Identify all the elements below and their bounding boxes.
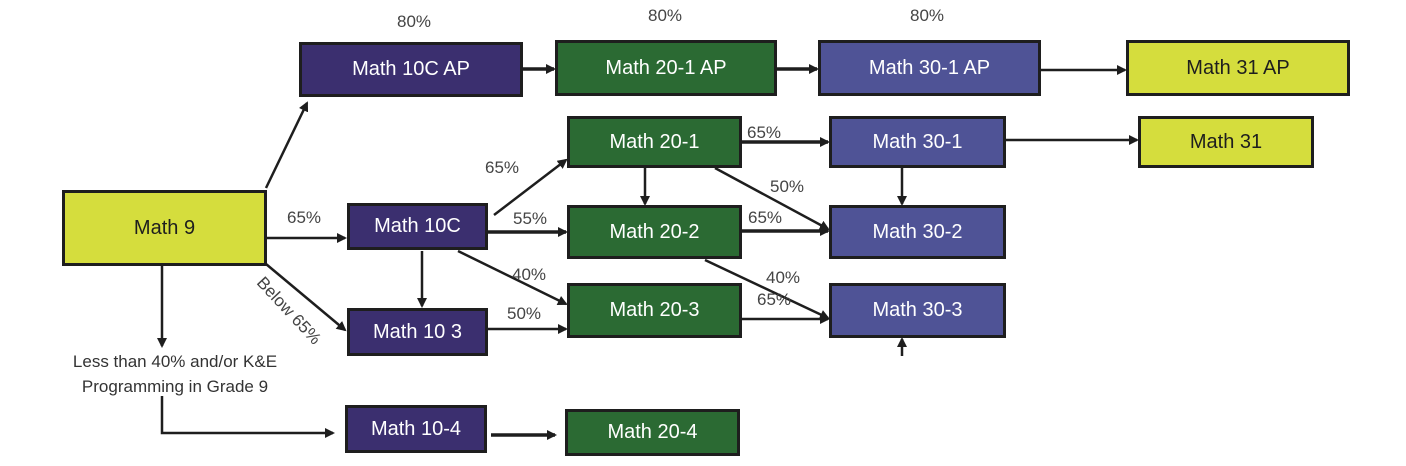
course-math-30-3: Math 30-3: [829, 283, 1006, 338]
label-20-2-to-30-2: 65%: [748, 208, 783, 227]
course-math-20-2: Math 20-2: [567, 205, 742, 259]
course-math-31-ap: Math 31 AP: [1126, 40, 1350, 96]
note-line-2: Programming in Grade 9: [81, 377, 269, 396]
label-20-1-to-30-2: 50%: [770, 177, 805, 196]
course-math-31: Math 31: [1138, 116, 1314, 168]
course-math-10-3: Math 10 3: [347, 308, 488, 356]
label-10c-to-20-2: 55%: [513, 209, 548, 228]
course-math-10c-ap: Math 10C AP: [299, 42, 523, 97]
course-math-20-1: Math 20-1: [567, 116, 742, 168]
label-10c-to-20-1: 65%: [485, 158, 520, 177]
label-ap-10c: 80%: [397, 12, 432, 31]
course-math-20-4: Math 20-4: [565, 409, 740, 456]
label-9-to-10c: 65%: [287, 208, 322, 227]
course-math-20-3: Math 20-3: [567, 283, 742, 338]
course-math-30-2: Math 30-2: [829, 205, 1006, 259]
arrow-note-to-10-4: [160, 396, 335, 438]
course-math-20-1-ap: Math 20-1 AP: [555, 40, 777, 96]
note-line-1: Less than 40% and/or K&E: [72, 352, 278, 371]
arrow-10c-to-20-3: [457, 249, 568, 306]
course-math-10-4: Math 10-4: [345, 405, 487, 453]
course-math-30-1-ap: Math 30-1 AP: [818, 40, 1041, 96]
label-10c-to-20-3: 40%: [512, 265, 547, 284]
course-math-10c: Math 10C: [347, 203, 488, 250]
arrow-9-to-10c-ap: [264, 101, 309, 189]
low-achievement-note: Less than 40% and/or K&E Programming in …: [40, 349, 310, 399]
label-10-3-to-20-3: 50%: [507, 304, 542, 323]
label-20-3-to-30-3: 65%: [757, 290, 792, 309]
label-ap-20-1: 80%: [648, 6, 683, 25]
course-math-30-1: Math 30-1: [829, 116, 1006, 168]
arrow-20-1-to-30-2: [714, 166, 830, 231]
arrow-10c-to-20-1: [493, 158, 568, 216]
label-ap-30-1: 80%: [910, 6, 945, 25]
label-20-1-to-30-1: 65%: [747, 123, 782, 142]
arrow-9-to-10-3: [265, 263, 347, 332]
course-math-9: Math 9: [62, 190, 267, 266]
arrow-20-2-to-30-3: [704, 258, 830, 320]
label-20-2-to-30-3: 40%: [766, 268, 801, 287]
